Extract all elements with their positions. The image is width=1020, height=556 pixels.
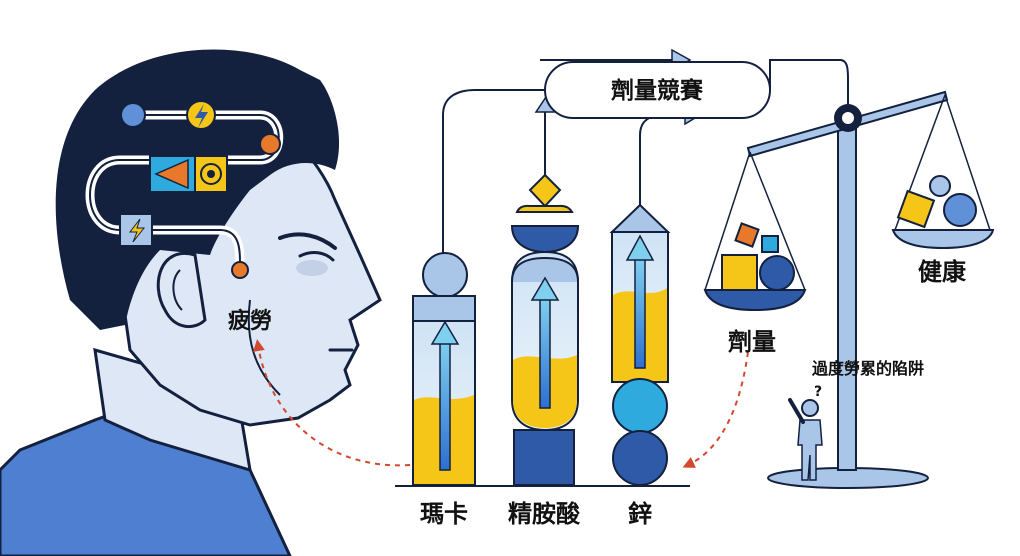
- arginine-label: 精胺酸: [508, 500, 581, 528]
- dose-race-box: [544, 61, 771, 119]
- health-label: 健康: [918, 258, 967, 286]
- eyebrow: [278, 232, 337, 250]
- dose-pan: [703, 289, 807, 312]
- overwork-trap-label: 過度勞累的陷阱: [811, 359, 924, 378]
- zinc-column: 鋅: [609, 203, 671, 528]
- brain-circuit: [85, 100, 284, 279]
- ear: [156, 251, 207, 329]
- fatigue-label: 疲勞: [228, 308, 272, 334]
- dose-race-loop: 劑量競賽: [442, 48, 849, 255]
- question-mark: ?: [814, 384, 822, 400]
- balance-scale: 劑量 健康: [703, 90, 995, 489]
- eye: [298, 251, 335, 262]
- circuit-node-blue: [120, 102, 146, 128]
- arginine-column: 精胺酸: [508, 173, 581, 528]
- person-figure: ? 過度勞累的陷阱: [788, 359, 924, 481]
- head-illustration: 疲勞: [0, 49, 382, 556]
- zinc-label: 鋅: [628, 500, 652, 528]
- circuit-node-orange: [259, 133, 281, 155]
- dose-label: 劑量: [728, 328, 776, 356]
- lightning-block-icon: [119, 213, 153, 247]
- health-pan: [891, 229, 995, 250]
- dose-race-label: 劑量競賽: [611, 77, 704, 104]
- feedback-arrow-from-dose: [682, 351, 749, 468]
- maca-column: 瑪卡: [412, 252, 476, 528]
- maca-label: 瑪卡: [420, 500, 468, 528]
- supplement-columns: 瑪卡 精胺酸 鋅: [395, 173, 690, 528]
- circuit-node-red: [231, 261, 249, 279]
